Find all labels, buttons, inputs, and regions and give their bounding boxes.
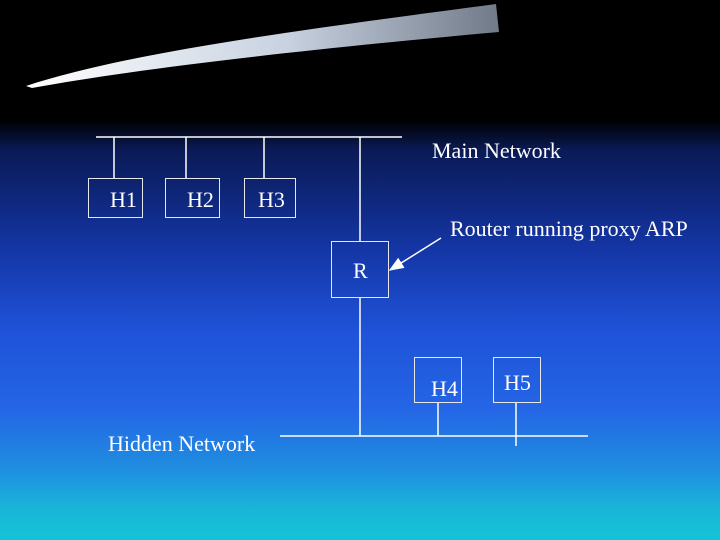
- main-network-label: Main Network: [432, 140, 561, 162]
- host-h1-label: H1: [110, 189, 137, 211]
- host-h5: H5: [493, 357, 541, 403]
- host-h1: H1: [88, 178, 143, 218]
- host-h4-label: H4: [431, 378, 458, 400]
- host-h5-label: H5: [504, 372, 531, 394]
- router-annotation-arrow: [390, 238, 441, 270]
- host-h2-label: H2: [187, 189, 214, 211]
- host-h2: H2: [165, 178, 220, 218]
- router-box: R: [331, 241, 389, 298]
- host-h4: H4: [414, 357, 462, 403]
- hidden-network-label: Hidden Network: [108, 433, 255, 455]
- comet-streak: [26, 4, 499, 88]
- router-label: R: [353, 260, 368, 282]
- host-h3-label: H3: [258, 189, 285, 211]
- host-h3: H3: [244, 178, 296, 218]
- router-annotation-label: Router running proxy ARP: [450, 218, 688, 240]
